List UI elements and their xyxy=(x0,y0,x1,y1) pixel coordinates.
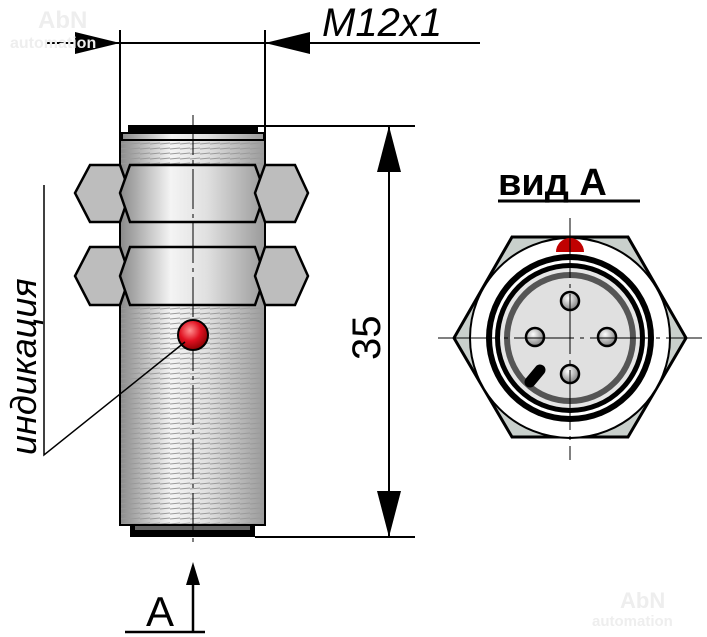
led-indicator xyxy=(177,319,209,351)
indication-leader xyxy=(43,185,186,457)
nut-upper xyxy=(73,163,310,224)
thread-dimension xyxy=(45,30,480,140)
svg-text:automation: automation xyxy=(10,35,96,52)
length-label: 35 xyxy=(345,316,389,361)
pin-icon xyxy=(524,326,546,348)
nut-lower xyxy=(73,245,310,307)
thread-label: M12x1 xyxy=(322,1,442,45)
watermark-top: AbN automation xyxy=(10,7,96,52)
connector-view xyxy=(438,218,702,460)
indication-label: индикация xyxy=(3,278,44,455)
view-a-title: вид A xyxy=(498,162,607,204)
key-slot-icon xyxy=(524,364,546,388)
svg-text:AbN: AbN xyxy=(620,588,665,613)
view-arrow-label: A xyxy=(146,588,174,635)
watermark-bottom: AbN automation xyxy=(592,588,673,630)
svg-text:AbN: AbN xyxy=(38,7,87,34)
view-arrow xyxy=(125,562,205,634)
length-dimension xyxy=(255,125,415,538)
pin-icon xyxy=(596,326,618,348)
svg-text:automation: automation xyxy=(592,613,673,630)
